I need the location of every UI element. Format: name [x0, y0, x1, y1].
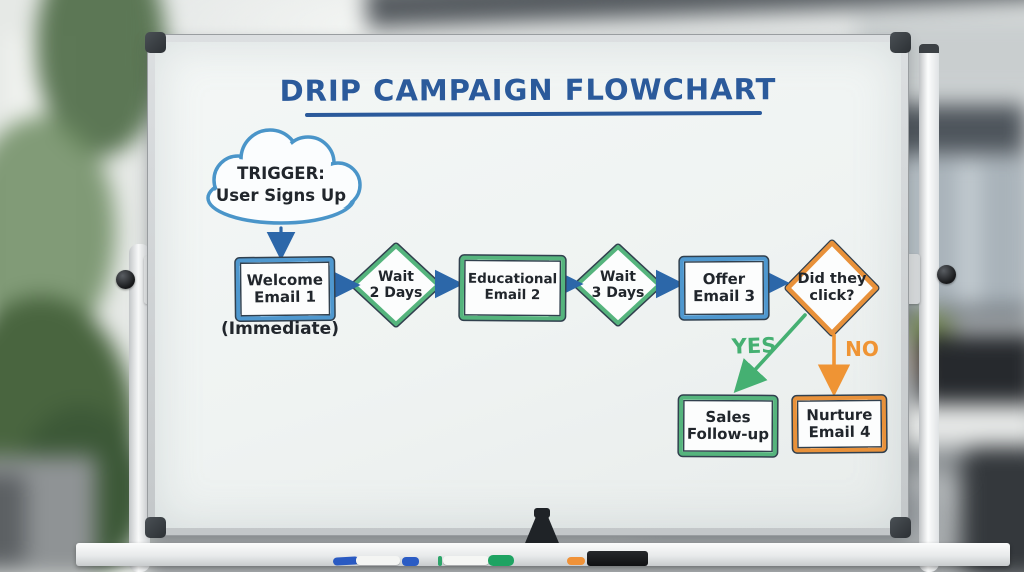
- node-label: Educational: [467, 271, 558, 288]
- flowchart-drawing: [206, 128, 880, 397]
- diamond-label: Did they: [797, 271, 867, 287]
- node-label: Nurture: [806, 405, 873, 425]
- marker-cap-green: [488, 555, 514, 566]
- diamond-label: 2 Days: [369, 285, 423, 302]
- diamond-label: Wait: [600, 269, 636, 285]
- immediate-note: (Immediate): [221, 319, 339, 339]
- whiteboard: DRIP CAMPAIGN FLOWCHART TRIGGER: User Si…: [145, 32, 911, 538]
- node-educational-email-2: Educational Email 2: [459, 255, 566, 321]
- page-title: DRIP CAMPAIGN FLOWCHART: [279, 72, 777, 108]
- diamond-label: click?: [809, 287, 855, 304]
- node-nurture-email-4: Nurture Email 4: [792, 395, 887, 453]
- node-welcome-email-1: Welcome Email 1: [235, 257, 335, 321]
- stand-knob-left: [116, 270, 135, 289]
- node-label: Email 3: [693, 286, 756, 306]
- marker-cap-blue: [402, 557, 419, 566]
- wait-3-days-label: Wait 3 Days: [568, 269, 668, 301]
- board-eraser: [587, 551, 648, 566]
- no-branch-label: NO: [845, 337, 879, 361]
- node-label: Email 1: [254, 287, 317, 307]
- marker-tray: [76, 543, 1010, 566]
- window-mullion: [961, 161, 977, 311]
- floor-shadow-left: [0, 474, 26, 564]
- trigger-line2: User Signs Up: [215, 185, 347, 205]
- frame-corner-cap: [890, 517, 911, 538]
- frame-corner-cap: [145, 32, 166, 53]
- did-they-click-label: Did they click?: [782, 271, 882, 304]
- node-label: Welcome: [246, 270, 324, 290]
- flowchart: DRIP CAMPAIGN FLOWCHART TRIGGER: User Si…: [148, 35, 908, 535]
- node-label: Offer: [702, 269, 746, 288]
- wait-2-days-label: Wait 2 Days: [346, 269, 446, 301]
- marker-green-tip: [438, 556, 442, 566]
- diamond-label: 3 Days: [591, 285, 645, 302]
- trigger-cloud-label: TRIGGER: User Signs Up: [191, 163, 371, 207]
- node-offer-email-3: Offer Email 3: [679, 256, 769, 320]
- frame-corner-cap: [145, 517, 166, 538]
- node-label: Email 4: [808, 422, 871, 442]
- stand-pole-cap: [919, 44, 939, 53]
- node-sales-follow-up: Sales Follow-up: [678, 395, 778, 457]
- diamond-label: Wait: [378, 269, 414, 285]
- stand-pole-right: [919, 46, 939, 572]
- arrow-yes-to-sales: [733, 313, 807, 393]
- node-label: Sales: [705, 407, 751, 426]
- board-clamp-stem: [534, 508, 550, 518]
- stand-pole-left: [129, 244, 150, 572]
- marker-blue-body: [356, 556, 400, 565]
- trigger-line1: TRIGGER:: [237, 164, 325, 183]
- stand-knob-right: [937, 265, 956, 284]
- yes-branch-label: YES: [731, 333, 777, 359]
- marker-green-body: [443, 556, 489, 565]
- marker-cap-orange: [567, 557, 585, 565]
- node-label: Email 2: [484, 286, 541, 304]
- frame-corner-cap: [890, 32, 911, 53]
- node-label: Follow-up: [686, 424, 770, 444]
